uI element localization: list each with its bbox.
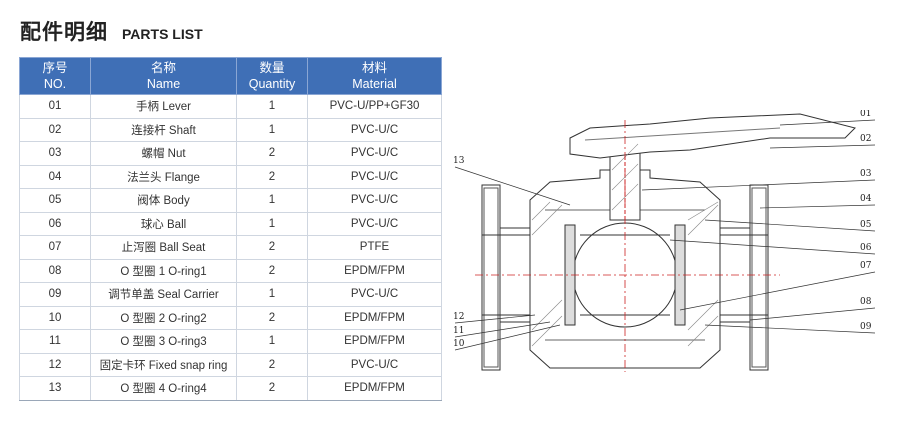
cell-quantity: 2: [236, 235, 308, 260]
header-no: 序号 NO.: [19, 57, 91, 95]
callout-label: 08: [860, 297, 872, 307]
title-english: PARTS LIST: [122, 26, 203, 42]
cell-quantity: 1: [236, 211, 308, 236]
page-title: 配件明细 PARTS LIST: [20, 16, 203, 46]
cell-material: PVC-U/C: [307, 211, 442, 236]
cell-quantity: 2: [236, 376, 308, 401]
valve-cross-section-drawing: 01 02 03 04 05 06 07 08 09 13 12 11 10: [453, 110, 876, 372]
header-quantity-cn: 数量: [259, 61, 285, 75]
cell-name: 调节单盖 Seal Carrier: [90, 282, 237, 307]
cell-no: 02: [19, 117, 91, 142]
callout-label: 10: [453, 339, 465, 349]
cell-name: 螺帽 Nut: [90, 141, 237, 166]
callout-label: 02: [860, 134, 871, 144]
cell-material: EPDM/FPM: [307, 305, 442, 330]
callout-label: 06: [860, 243, 872, 253]
cell-quantity: 2: [236, 258, 308, 283]
callout-label: 05: [860, 220, 872, 230]
cell-name: 固定卡环 Fixed snap ring: [90, 352, 237, 377]
cell-quantity: 2: [236, 305, 308, 330]
cell-no: 05: [19, 188, 91, 213]
cell-no: 11: [19, 329, 91, 354]
cell-no: 06: [19, 211, 91, 236]
cell-no: 12: [19, 352, 91, 377]
cell-no: 04: [19, 164, 91, 189]
header-material: 材料 Material: [307, 57, 442, 95]
header-no-cn: 序号: [42, 61, 68, 75]
callout-label: 03: [860, 169, 872, 179]
cell-no: 07: [19, 235, 91, 260]
cell-material: PTFE: [307, 235, 442, 260]
title-chinese: 配件明细: [20, 20, 108, 44]
header-name-cn: 名称: [150, 61, 176, 75]
cell-material: EPDM/FPM: [307, 258, 442, 283]
cell-quantity: 2: [236, 164, 308, 189]
table-header-row: 序号 NO. 名称 Name 数量 Quantity 材料 Material: [19, 57, 442, 95]
header-material-en: Material: [352, 77, 397, 91]
cell-name: O 型圈 4 O-ring4: [90, 376, 237, 401]
callout-label: 13: [453, 156, 465, 166]
cell-material: PVC-U/C: [307, 117, 442, 142]
cell-no: 09: [19, 282, 91, 307]
header-quantity-en: Quantity: [248, 77, 296, 91]
cell-quantity: 1: [236, 329, 308, 354]
cell-name: 止泻圈 Ball Seat: [90, 235, 237, 260]
cell-material: PVC-U/C: [307, 141, 442, 166]
cell-quantity: 1: [236, 94, 308, 119]
cell-quantity: 2: [236, 352, 308, 377]
cell-no: 10: [19, 305, 91, 330]
header-no-en: NO.: [43, 77, 67, 91]
cell-material: EPDM/FPM: [307, 329, 442, 354]
callout-label: 01: [860, 110, 871, 119]
cell-name: O 型圈 1 O-ring1: [90, 258, 237, 283]
cell-name: 手柄 Lever: [90, 94, 237, 119]
callout-label: 07: [860, 261, 872, 271]
cell-name: 法兰头 Flange: [90, 164, 237, 189]
cell-no: 13: [19, 376, 91, 401]
cell-quantity: 1: [236, 188, 308, 213]
cell-quantity: 1: [236, 117, 308, 142]
cell-name: 连接杆 Shaft: [90, 117, 237, 142]
cell-material: EPDM/FPM: [307, 376, 442, 401]
cell-quantity: 2: [236, 141, 308, 166]
header-quantity: 数量 Quantity: [236, 57, 308, 95]
callout-label: 09: [860, 322, 872, 332]
cell-material: PVC-U/PP+GF30: [307, 94, 442, 119]
cell-no: 01: [19, 94, 91, 119]
cell-name: 球心 Ball: [90, 211, 237, 236]
cell-material: PVC-U/C: [307, 352, 442, 377]
header-material-cn: 材料: [361, 61, 387, 75]
cell-name: 阀体 Body: [90, 188, 237, 213]
cell-quantity: 1: [236, 282, 308, 307]
callout-label: 12: [453, 312, 464, 322]
cell-name: O 型圈 3 O-ring3: [90, 329, 237, 354]
cell-no: 03: [19, 141, 91, 166]
cell-name: O 型圈 2 O-ring2: [90, 305, 237, 330]
callout-label: 11: [453, 326, 464, 336]
header-name-en: Name: [146, 77, 181, 91]
cell-material: PVC-U/C: [307, 282, 442, 307]
cell-no: 08: [19, 258, 91, 283]
callout-label: 04: [860, 194, 872, 204]
header-name: 名称 Name: [90, 57, 237, 95]
cell-material: PVC-U/C: [307, 188, 442, 213]
cell-material: PVC-U/C: [307, 164, 442, 189]
